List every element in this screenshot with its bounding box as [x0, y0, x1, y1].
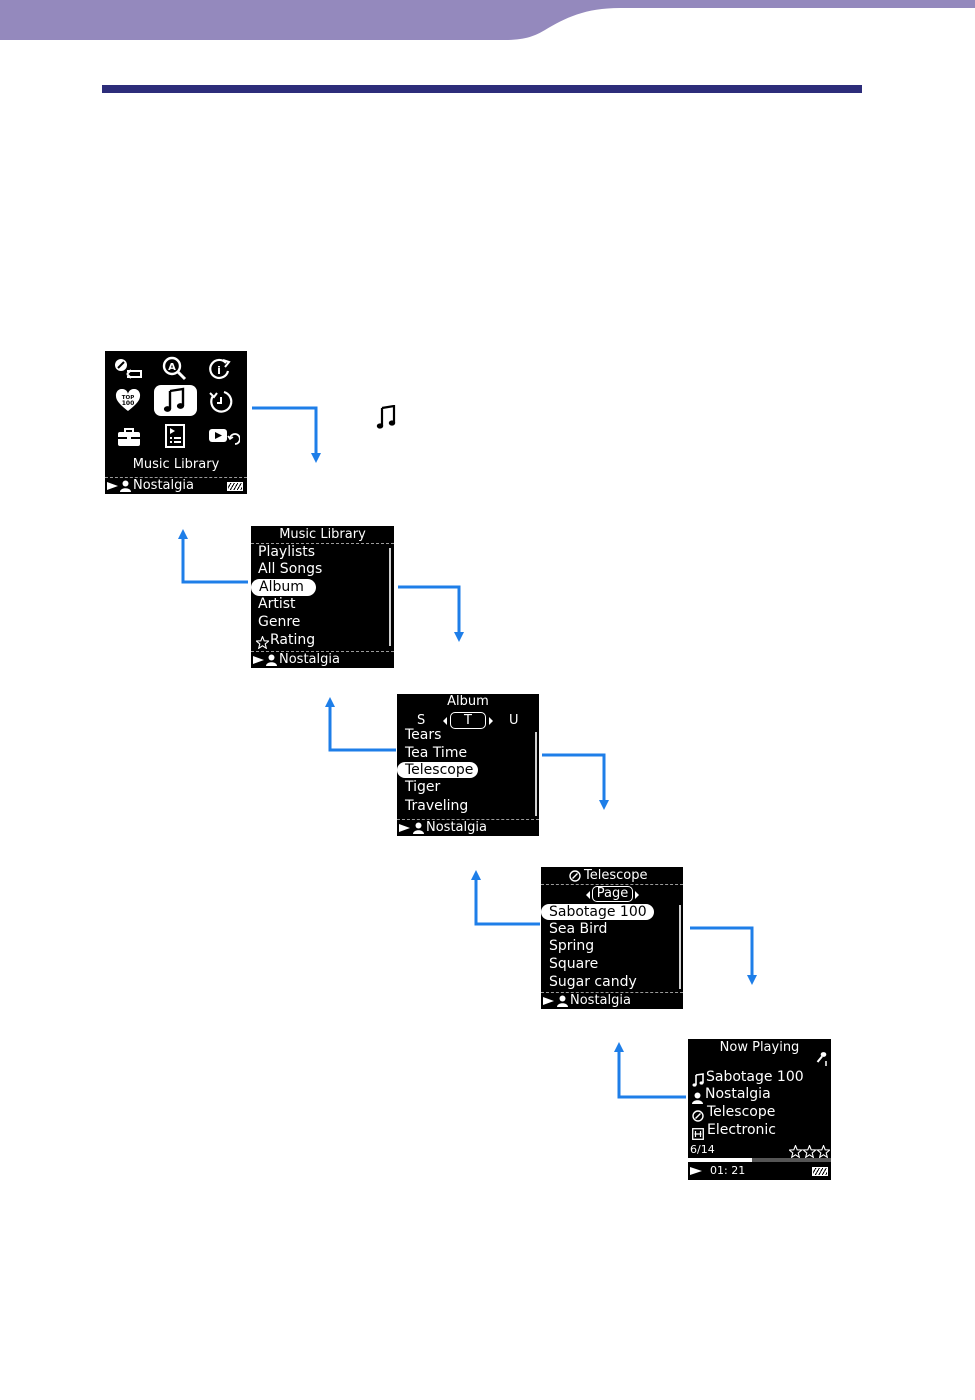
library-title: Music Library [251, 526, 394, 544]
artist-icon [120, 480, 131, 494]
list-item[interactable]: Sugar candy [549, 974, 637, 990]
list-item[interactable]: Tiger [405, 779, 441, 795]
list-item[interactable]: Genre [258, 614, 301, 630]
arrow-back-3 [471, 870, 540, 926]
list-item-selected[interactable]: Telescope [397, 762, 478, 778]
timer-icon[interactable] [208, 389, 234, 415]
home-title: Music Library [132, 457, 220, 472]
album-title: Album [447, 694, 489, 709]
artist-icon [692, 1089, 703, 1108]
settings-repeat-icon[interactable] [113, 357, 145, 381]
rating-stars-icon[interactable] [787, 1143, 831, 1162]
album-now-playing: Nostalgia [426, 820, 487, 835]
arrow-forward-4 [690, 926, 757, 985]
song-note-icon [692, 1072, 705, 1091]
letter-current[interactable]: T [450, 712, 486, 729]
letter-prev[interactable]: S [417, 713, 426, 728]
genre-icon [692, 1125, 704, 1144]
artist-icon [266, 654, 277, 668]
svg-text:TOP: TOP [122, 395, 134, 401]
intro-icon[interactable]: i [208, 357, 234, 381]
now-playing-screen: Now Playing Sabotage 100 Nostalgia Teles… [688, 1039, 831, 1180]
svg-text:100: 100 [122, 400, 135, 407]
album-footer: Nostalgia [397, 819, 539, 836]
home-footer: Nostalgia [105, 477, 247, 494]
arrow-forward-3 [542, 753, 609, 810]
music-library-icon[interactable] [154, 385, 197, 416]
letter-left-arrow-icon[interactable] [443, 717, 447, 725]
list-item-selected[interactable]: Album [251, 579, 316, 596]
arrow-forward-1 [252, 406, 321, 463]
list-item[interactable]: Tea Time [405, 745, 468, 761]
album-disc-icon [569, 870, 581, 887]
star-icon [254, 634, 271, 653]
list-item[interactable]: Spring [549, 938, 595, 954]
play-icon [107, 482, 118, 490]
song-title: Sabotage 100 [706, 1069, 804, 1085]
list-item[interactable]: Sea Bird [549, 921, 608, 937]
battery-icon [227, 482, 243, 491]
battery-icon [812, 1167, 828, 1176]
artist-icon [557, 995, 568, 1009]
songs-footer: Nostalgia [541, 992, 683, 1009]
letter-next[interactable]: U [509, 713, 519, 728]
list-item[interactable]: Playlists [258, 544, 316, 560]
progress-fill [688, 1158, 753, 1162]
album-screen: Album S T U Tears Tea Time Telescope Tig… [397, 694, 539, 836]
list-item[interactable]: Square [549, 956, 599, 972]
page-left-arrow-icon[interactable] [586, 891, 590, 899]
title-rule [102, 85, 862, 93]
play-icon [399, 824, 410, 832]
songs-title: Telescope [584, 868, 648, 883]
list-item[interactable]: Artist [258, 596, 296, 612]
mic-icon [816, 1051, 828, 1071]
library-screen: Music Library Playlists All Songs Album … [251, 526, 394, 668]
genre-name: Electronic [707, 1122, 777, 1138]
artist-icon [413, 822, 424, 836]
list-item[interactable]: All Songs [258, 561, 323, 577]
track-number: 6/14 [690, 1143, 715, 1156]
arrow-back-1 [178, 529, 248, 584]
scrollbar[interactable] [389, 548, 391, 646]
svg-text:i: i [217, 364, 221, 377]
page-right-arrow-icon[interactable] [635, 891, 639, 899]
playlist-icon[interactable] [165, 424, 185, 448]
arrow-forward-2 [398, 585, 464, 642]
library-footer: Nostalgia [251, 651, 394, 668]
album-disc-icon [692, 1107, 704, 1126]
search-icon[interactable]: A [162, 356, 188, 382]
svg-text:A: A [168, 362, 176, 373]
arrow-back-4 [614, 1042, 686, 1099]
list-item[interactable]: Rating [270, 632, 316, 648]
now-playing-title: Now Playing [719, 1040, 800, 1055]
scrollbar[interactable] [535, 732, 537, 816]
video-return-icon[interactable] [208, 427, 240, 447]
list-item[interactable]: Traveling [405, 798, 469, 814]
list-item-selected[interactable]: Sabotage 100 [541, 904, 654, 920]
songs-screen: Telescope Page Sabotage 100 Sea Bird Spr… [541, 867, 683, 1009]
page-selector[interactable]: Page [592, 886, 633, 902]
progress-track[interactable] [688, 1158, 831, 1162]
play-icon [690, 1167, 702, 1175]
songs-header: Telescope [541, 867, 683, 885]
elapsed-time: 01: 21 [710, 1164, 746, 1177]
songs-now-playing: Nostalgia [570, 993, 631, 1008]
scrollbar[interactable] [679, 905, 681, 989]
artist-name: Nostalgia [705, 1086, 771, 1102]
header-band [0, 0, 975, 40]
arrow-back-2 [325, 697, 396, 752]
list-item[interactable]: Tears [405, 727, 442, 743]
home-now-playing: Nostalgia [133, 478, 194, 493]
music-note-icon [375, 405, 397, 431]
toolbox-icon[interactable] [116, 426, 142, 448]
letter-right-arrow-icon[interactable] [489, 717, 493, 725]
album-name: Telescope [707, 1104, 776, 1120]
play-icon [253, 656, 264, 664]
play-icon [543, 997, 554, 1005]
library-now-playing: Nostalgia [279, 652, 340, 667]
